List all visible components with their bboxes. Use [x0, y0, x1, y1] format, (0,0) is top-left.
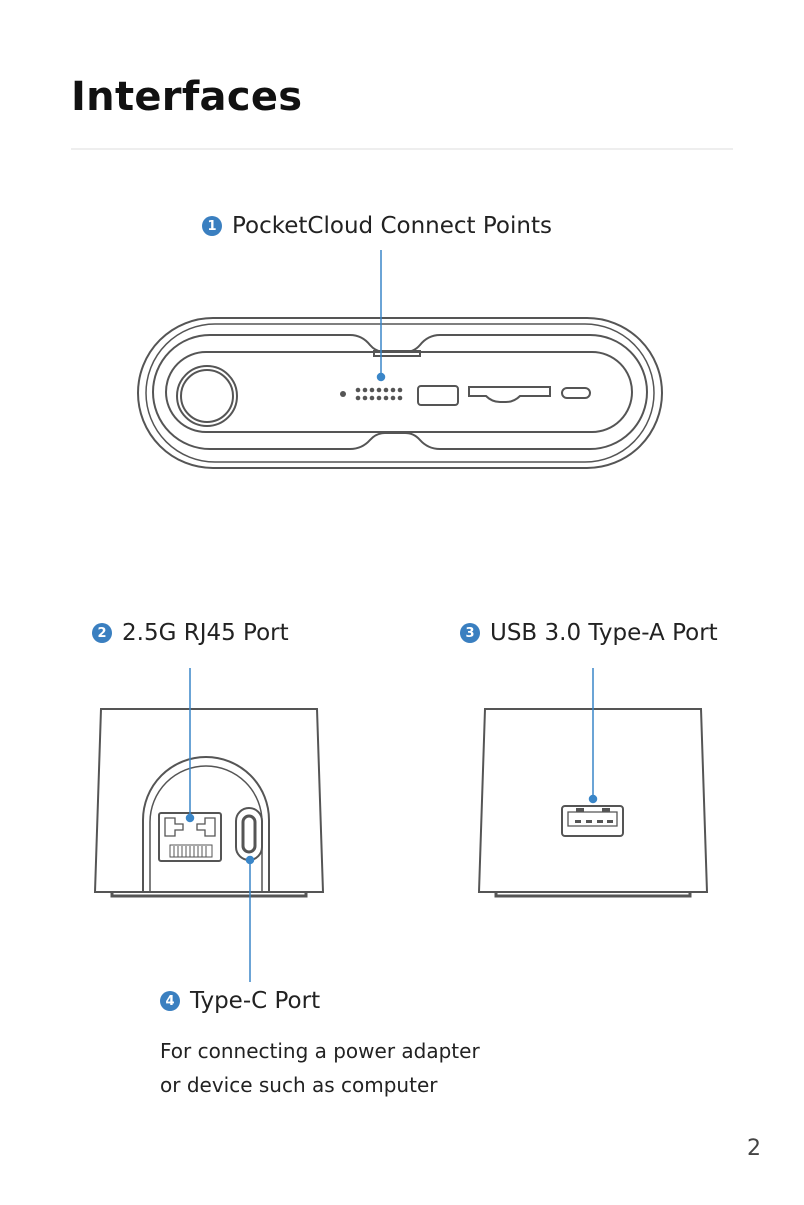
- callout-connect-points: 1 PocketCloud Connect Points: [202, 213, 552, 239]
- callout-badge: 2: [92, 623, 112, 643]
- callout-label: Type-C Port: [190, 988, 321, 1014]
- page-title: Interfaces: [71, 74, 303, 120]
- callout-usb-port: 3 USB 3.0 Type-A Port: [460, 620, 718, 646]
- device-side-view-rj45: [93, 708, 325, 898]
- callout-label: 2.5G RJ45 Port: [122, 620, 289, 646]
- callout-label: PocketCloud Connect Points: [232, 213, 552, 239]
- type-c-description: For connecting a power adapter or device…: [160, 1034, 480, 1102]
- callout-badge: 4: [160, 991, 180, 1011]
- callout-rj45-port: 2 2.5G RJ45 Port: [92, 620, 289, 646]
- description-line: For connecting a power adapter: [160, 1039, 480, 1063]
- divider: [71, 148, 733, 150]
- callout-leaders: [185, 250, 598, 982]
- description-line: or device such as computer: [160, 1073, 438, 1097]
- callout-type-c-port: 4 Type-C Port: [160, 988, 320, 1014]
- connect-points: [355, 387, 403, 401]
- page-number: 2: [747, 1136, 761, 1161]
- callout-badge: 1: [202, 216, 222, 236]
- device-side-view-usb: [477, 708, 709, 898]
- callout-label: USB 3.0 Type-A Port: [490, 620, 718, 646]
- callout-badge: 3: [460, 623, 480, 643]
- device-top-view: [137, 317, 663, 469]
